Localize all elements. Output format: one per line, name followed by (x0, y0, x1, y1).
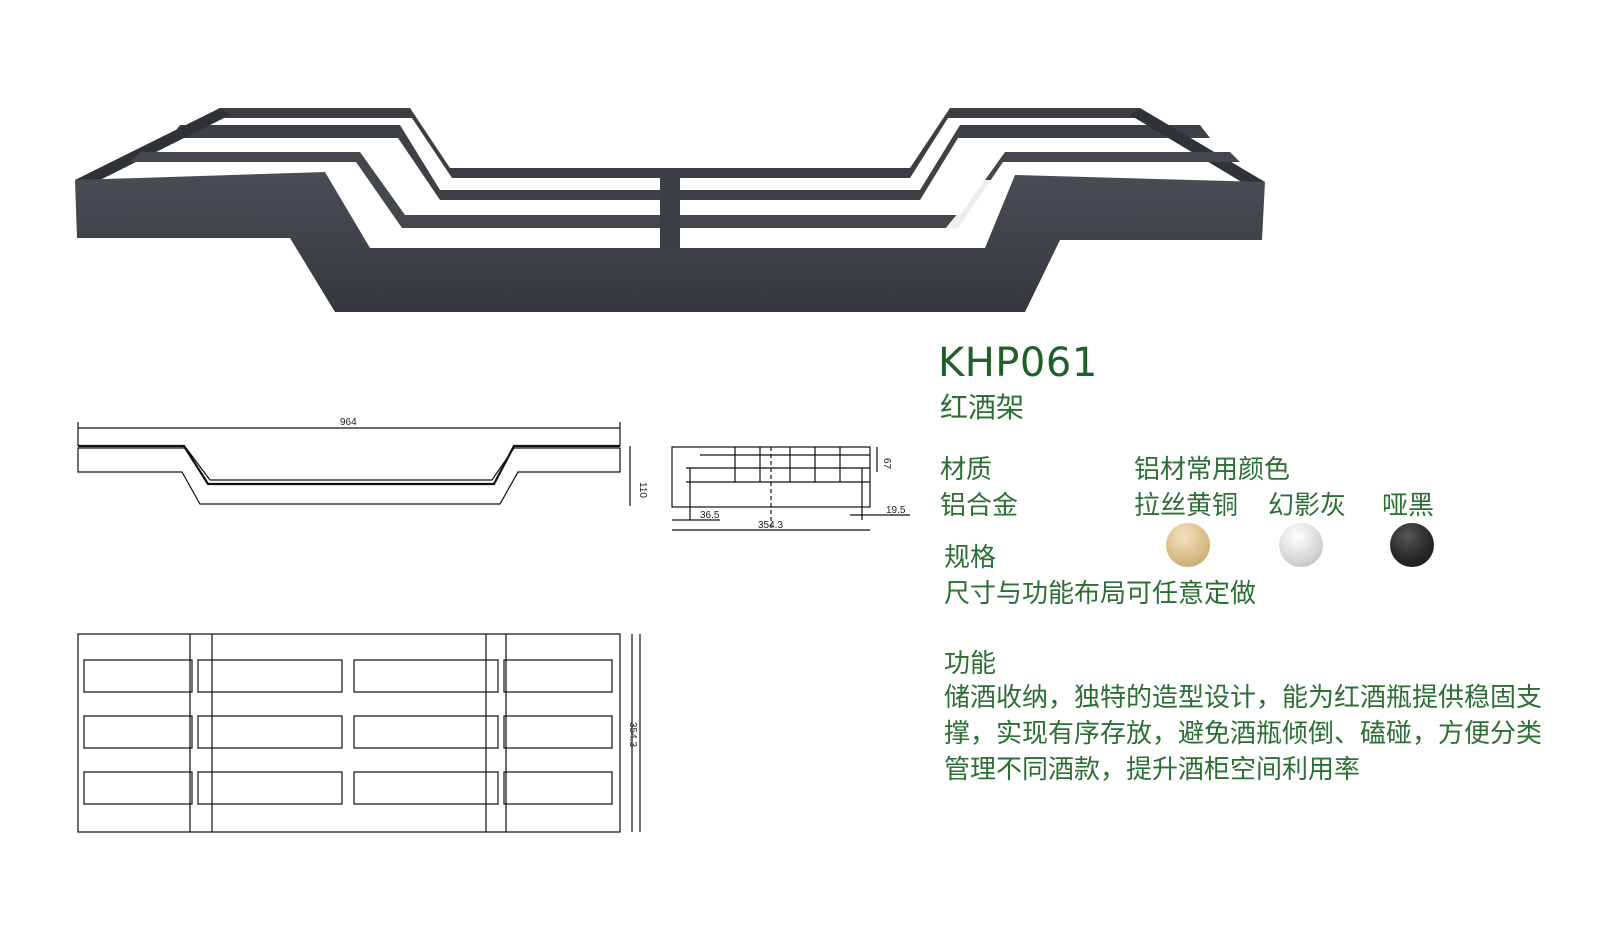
frame-front-opening (350, 180, 660, 248)
dim-label-side-width: 354.3 (758, 520, 783, 531)
frame-center-post (660, 178, 680, 250)
product-model: KHP061 (938, 340, 1098, 386)
dim-label-top-depth: 354.3 (627, 722, 638, 747)
dim-label-front-height: 110 (637, 482, 648, 498)
frame-middle-rail (170, 125, 1210, 200)
front-elevation-inner (78, 444, 620, 486)
dim-label-side-left: 36.5 (700, 510, 720, 521)
function-label: 功能 (944, 649, 997, 679)
product-name: 红酒架 (940, 391, 1025, 424)
color-swatch-black (1390, 523, 1434, 567)
color-name-gray: 幻影灰 (1268, 491, 1347, 521)
front-elevation-outline (77, 447, 621, 505)
size-label: 规格 (944, 543, 997, 573)
frame-inner-bar (130, 152, 1240, 228)
color-name-black: 哑黑 (1382, 491, 1435, 521)
material-value: 铝合金 (940, 491, 1019, 521)
frame-front-opening-right (680, 180, 1000, 248)
colors-label: 铝材常用颜色 (1134, 455, 1291, 485)
top-view-outline (77, 633, 621, 833)
material-label: 材质 (940, 455, 993, 485)
dim-label-front-width: 964 (340, 417, 357, 428)
color-name-brass: 拉丝黄铜 (1134, 491, 1239, 521)
function-value: 储酒收纳，独特的造型设计，能为红酒瓶提供稳固支撑，实现有序存放，避免酒瓶倾倒、磕… (944, 683, 1543, 785)
frame-right-side (1130, 108, 1265, 190)
color-swatch-gray (1279, 523, 1323, 567)
color-swatch-brass (1166, 523, 1210, 567)
top-view-slots (83, 659, 613, 805)
size-value: 尺寸与功能布局可任意定做 (944, 579, 1257, 609)
dim-label-side-right: 19.5 (886, 505, 906, 516)
frame-left-side (75, 108, 230, 185)
frame-front-face (75, 172, 1265, 312)
frame-back-rail (212, 108, 1150, 178)
dim-label-side-height: 67 (881, 458, 892, 470)
